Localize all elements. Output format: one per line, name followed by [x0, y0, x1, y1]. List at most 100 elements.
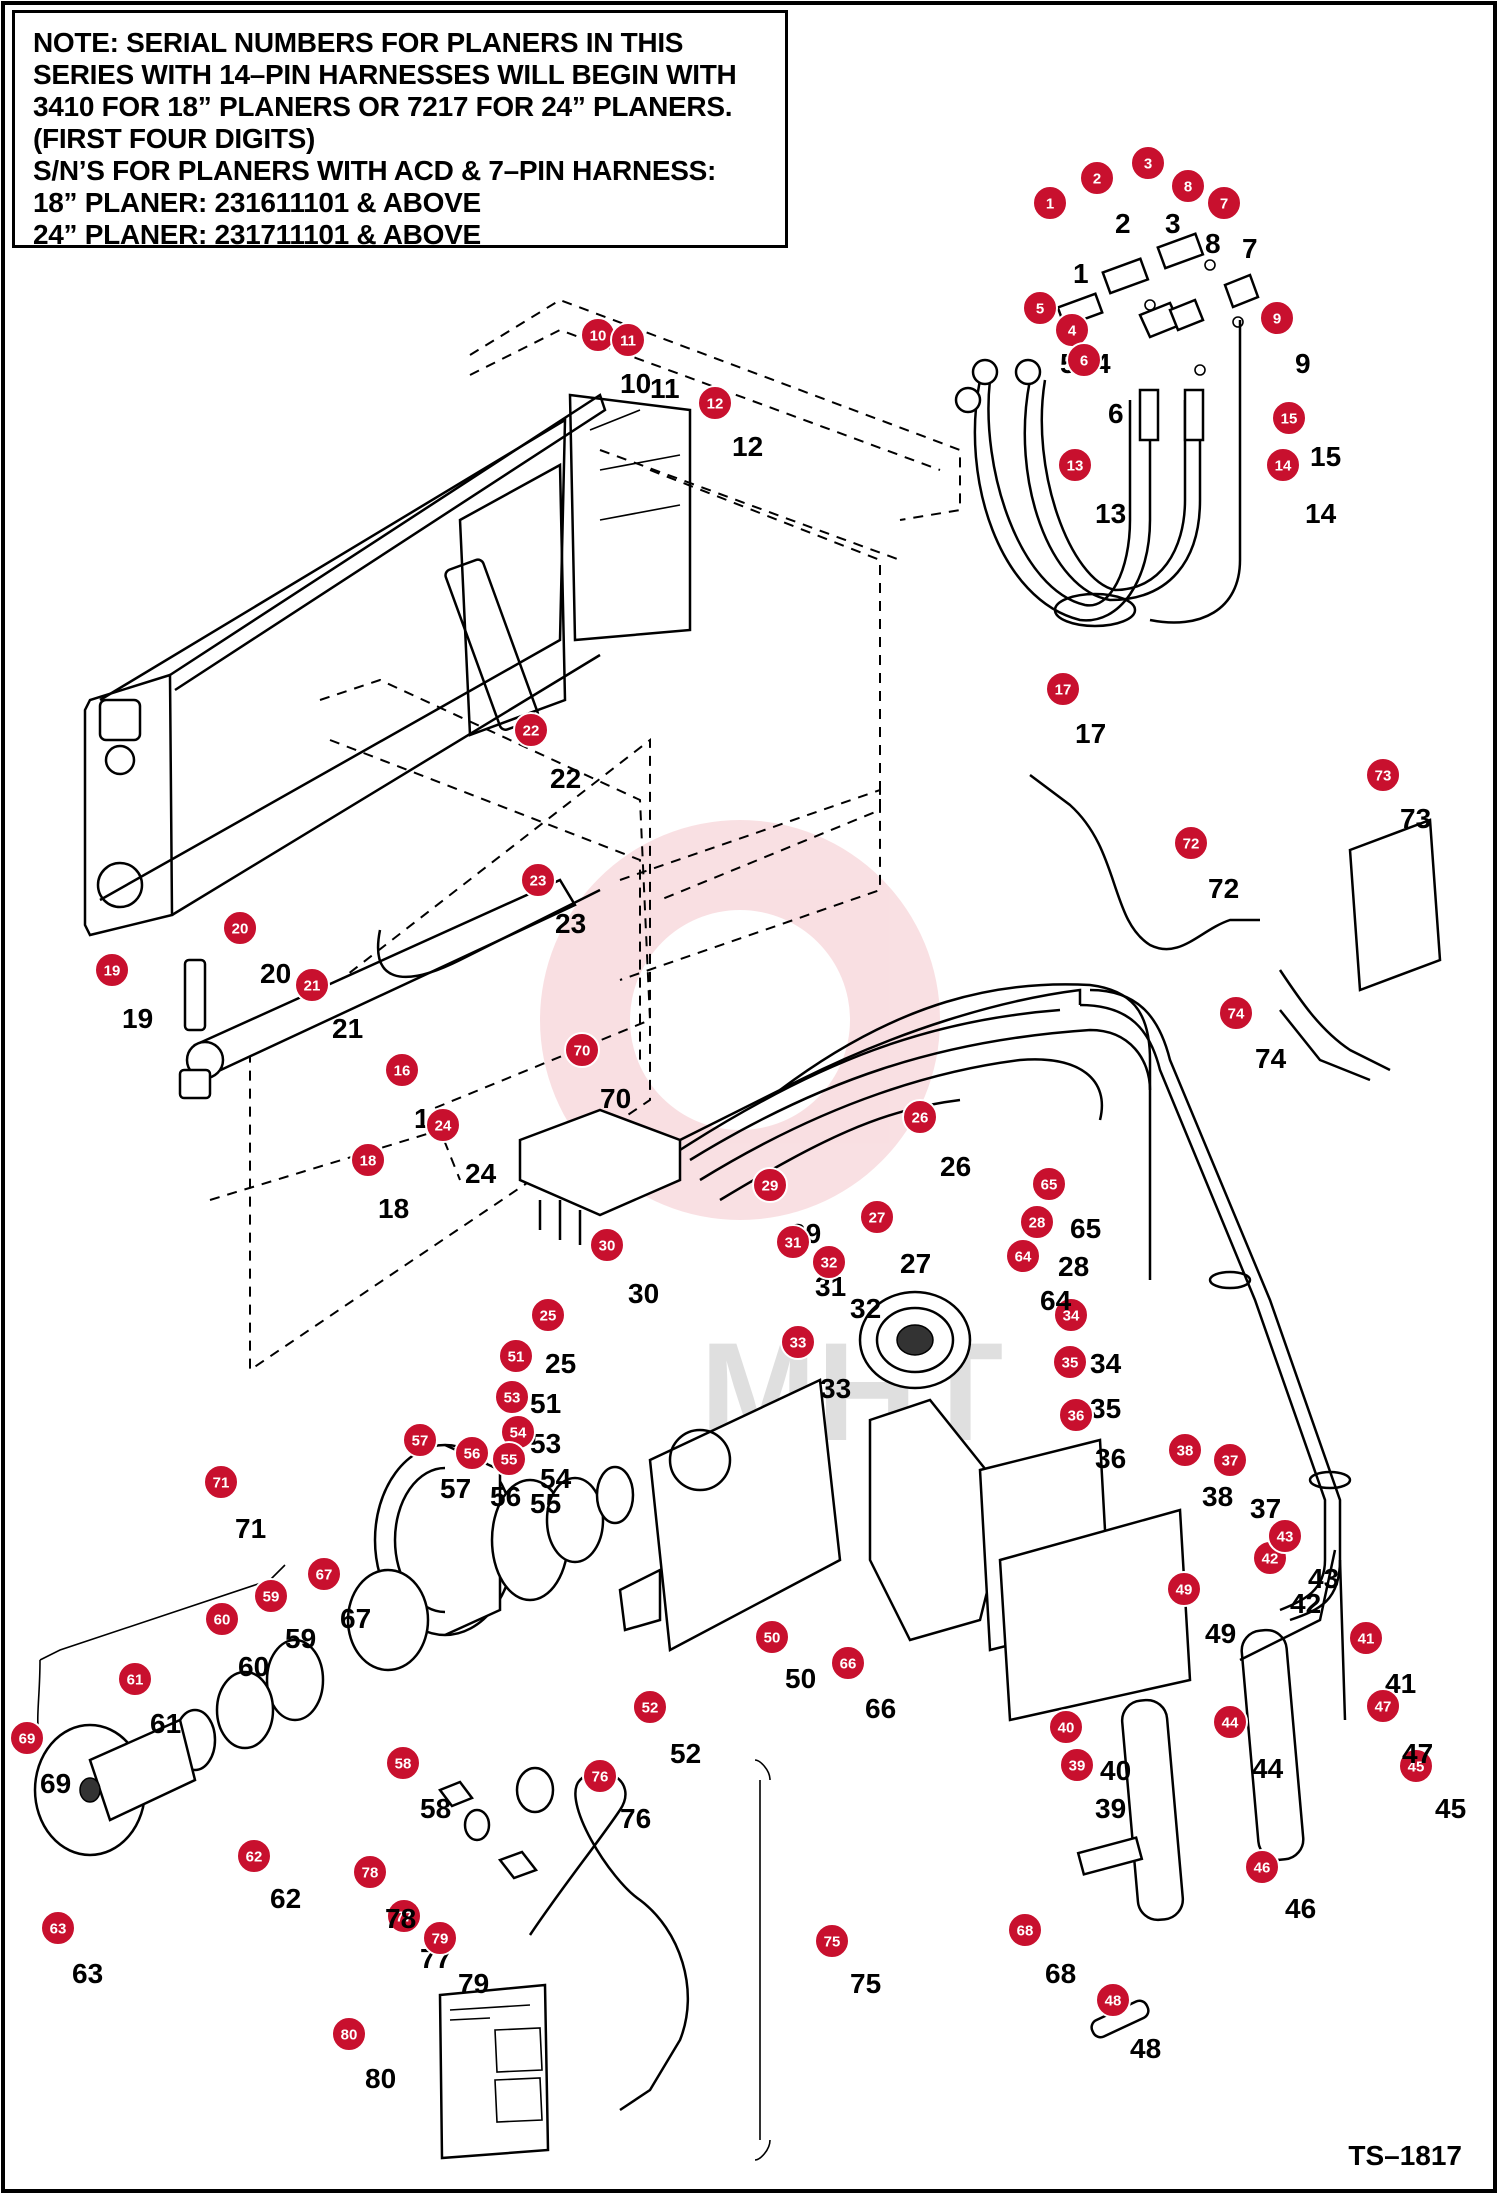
part-callout-badge[interactable]: 21 [294, 967, 330, 1003]
part-number-label: 49 [1205, 1618, 1236, 1649]
part-callout-badge[interactable]: 22 [513, 712, 549, 748]
part-callout-badge[interactable]: 24 [425, 1107, 461, 1143]
part-number-label: 74 [1255, 1043, 1287, 1074]
callout-number: 51 [508, 1349, 525, 1366]
part-callout-badge[interactable]: 72 [1173, 825, 1209, 861]
part-callout-badge[interactable]: 48 [1095, 1982, 1131, 2018]
part-callout-badge[interactable]: 13 [1057, 447, 1093, 483]
part-callout-badge[interactable]: 46 [1244, 1849, 1280, 1885]
part-callout-badge[interactable]: 79 [422, 1920, 458, 1956]
callout-circle [1053, 1297, 1089, 1333]
part-callout-badge[interactable]: 59 [253, 1578, 289, 1614]
part-callout-badge[interactable]: 53 [494, 1379, 530, 1415]
part-callout-badge[interactable]: 73 [1365, 757, 1401, 793]
part-callout-badge[interactable]: 27 [859, 1199, 895, 1235]
part-callout-badge[interactable]: 7 [1206, 185, 1242, 221]
part-number-label: 9 [1295, 348, 1311, 379]
part-callout-badge[interactable]: 20 [222, 910, 258, 946]
part-callout-badge[interactable]: 61 [117, 1661, 153, 1697]
part-callout-badge[interactable]: 77 [386, 1898, 422, 1934]
callout-circle [1045, 671, 1081, 707]
callout-circle [1059, 1747, 1095, 1783]
part-callout-badge[interactable]: 66 [830, 1645, 866, 1681]
part-callout-badge[interactable]: 25 [530, 1297, 566, 1333]
part-callout-badge[interactable]: 23 [520, 862, 556, 898]
callout-number: 66 [840, 1656, 857, 1673]
part-callout-badge[interactable]: 58 [385, 1745, 421, 1781]
callout-circle [1095, 1982, 1131, 2018]
part-callout-badge[interactable]: 15 [1271, 400, 1307, 436]
part-callout-badge[interactable]: 76 [582, 1758, 618, 1794]
part-callout-badge[interactable]: 41 [1348, 1620, 1384, 1656]
part-callout-badge[interactable]: 32 [811, 1244, 847, 1280]
part-callout-badge[interactable]: 8 [1170, 168, 1206, 204]
part-callout-badge[interactable]: 57 [402, 1422, 438, 1458]
part-callout-badge[interactable]: 47 [1365, 1688, 1401, 1724]
callout-circle [352, 1854, 388, 1890]
part-callout-badge[interactable]: 31 [775, 1224, 811, 1260]
part-callout-badge[interactable]: 70 [564, 1032, 600, 1068]
part-callout-badge[interactable]: 14 [1265, 447, 1301, 483]
part-callout-badge[interactable]: 2 [1079, 160, 1115, 196]
part-callout-badge[interactable]: 33 [780, 1324, 816, 1360]
part-callout-badge[interactable]: 4 [1054, 312, 1090, 348]
part-callout-badge[interactable]: 34 [1053, 1297, 1089, 1333]
part-callout-badge[interactable]: 71 [203, 1464, 239, 1500]
part-callout-badge[interactable]: 12 [697, 385, 733, 421]
callout-circle [1005, 1238, 1041, 1274]
part-callout-badge[interactable]: 74 [1218, 995, 1254, 1031]
part-callout-badge[interactable]: 75 [814, 1923, 850, 1959]
callout-circle [491, 1441, 527, 1477]
part-callout-badge[interactable]: 56 [454, 1435, 490, 1471]
note-line: NOTE: SERIAL NUMBERS FOR PLANERS IN THIS [33, 27, 684, 58]
part-callout-badge[interactable]: 37 [1212, 1442, 1248, 1478]
part-callout-badge[interactable]: 49 [1166, 1571, 1202, 1607]
part-callout-badge[interactable]: 78 [352, 1854, 388, 1890]
part-callout-badge[interactable]: 29 [752, 1167, 788, 1203]
part-callout-badge[interactable]: 51 [498, 1338, 534, 1374]
part-number-label: 20 [260, 958, 291, 989]
part-callout-badge[interactable]: 30 [589, 1227, 625, 1263]
part-callout-badge[interactable]: 69 [9, 1720, 45, 1756]
part-callout-badge[interactable]: 38 [1167, 1432, 1203, 1468]
part-callout-badge[interactable]: 52 [632, 1689, 668, 1725]
part-callout-badge[interactable]: 18 [350, 1142, 386, 1178]
part-callout-badge[interactable]: 62 [236, 1838, 272, 1874]
part-callout-badge[interactable]: 55 [491, 1441, 527, 1477]
part-callout-badge[interactable]: 64 [1005, 1238, 1041, 1274]
part-callout-badge[interactable]: 63 [40, 1910, 76, 1946]
part-callout-badge[interactable]: 16 [384, 1052, 420, 1088]
part-callout-badge[interactable]: 5 [1022, 290, 1058, 326]
part-callout-badge[interactable]: 28 [1019, 1204, 1055, 1240]
callout-circle [811, 1244, 847, 1280]
part-callout-badge[interactable]: 45 [1398, 1748, 1434, 1784]
callout-number: 78 [362, 1865, 379, 1882]
part-callout-badge[interactable]: 26 [902, 1099, 938, 1135]
part-number-label: 69 [40, 1768, 71, 1799]
part-callout-badge[interactable]: 80 [331, 2016, 367, 2052]
part-callout-badge[interactable]: 3 [1130, 145, 1166, 181]
part-callout-badge[interactable]: 9 [1259, 300, 1295, 336]
part-callout-badge[interactable]: 43 [1267, 1518, 1303, 1554]
part-callout-badge[interactable]: 44 [1212, 1704, 1248, 1740]
part-callout-badge[interactable]: 1 [1032, 185, 1068, 221]
part-callout-badge[interactable]: 17 [1045, 671, 1081, 707]
part-callout-badge[interactable]: 65 [1031, 1166, 1067, 1202]
part-callout-badge[interactable]: 68 [1007, 1912, 1043, 1948]
part-number-label: 32 [850, 1293, 881, 1324]
part-callout-badge[interactable]: 19 [94, 952, 130, 988]
part-callout-badge[interactable]: 10 [580, 317, 616, 353]
part-callout-badge[interactable]: 6 [1066, 342, 1102, 378]
part-callout-badge[interactable]: 67 [306, 1556, 342, 1592]
part-callout-badge[interactable]: 39 [1059, 1747, 1095, 1783]
part-callout-badge[interactable]: 35 [1052, 1344, 1088, 1380]
part-callout-badge[interactable]: 50 [754, 1619, 790, 1655]
part-number-label: 18 [378, 1193, 409, 1224]
part-callout-badge[interactable]: 60 [204, 1601, 240, 1637]
part-callout-badge[interactable]: 40 [1048, 1709, 1084, 1745]
callout-circle [331, 2016, 367, 2052]
part-number-label: 78 [385, 1903, 416, 1934]
part-callout-badge[interactable]: 11 [610, 322, 646, 358]
callout-number: 21 [304, 978, 321, 995]
part-callout-badge[interactable]: 36 [1058, 1397, 1094, 1433]
